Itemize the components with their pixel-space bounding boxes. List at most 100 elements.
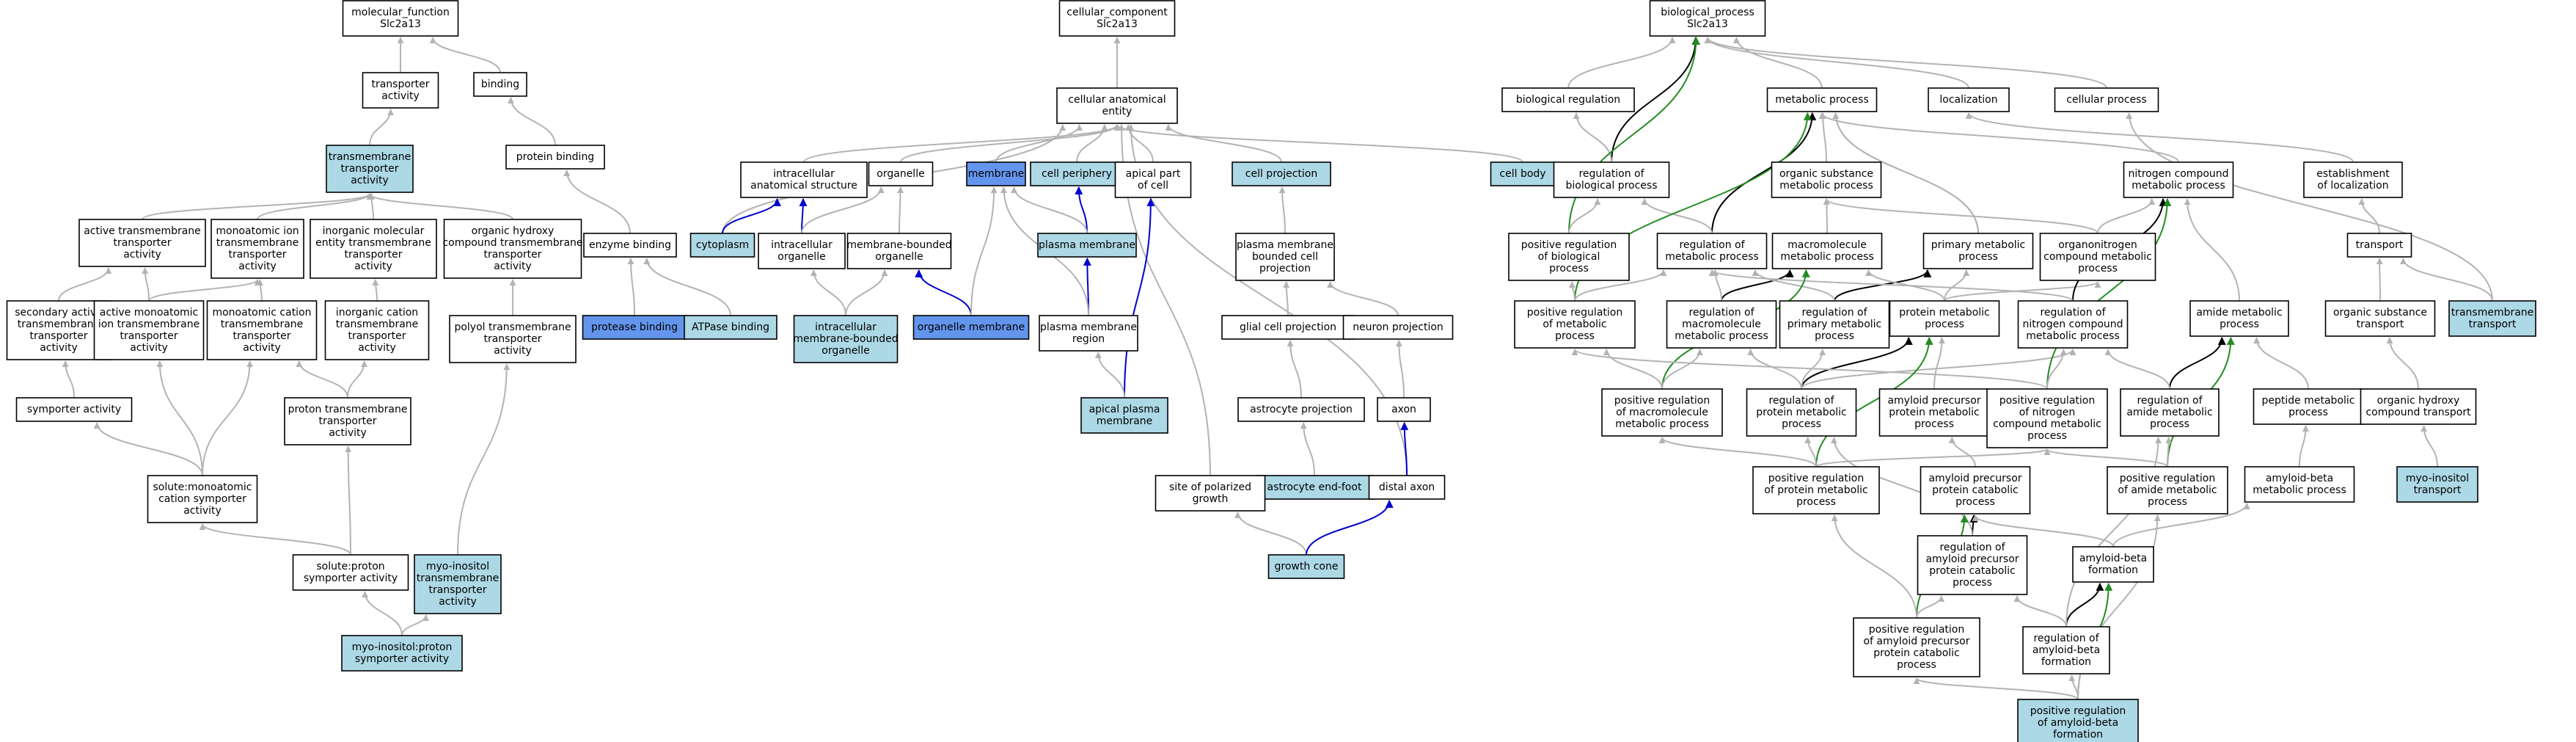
go-term-node[interactable]: cellular process (2054, 87, 2159, 112)
go-term-node[interactable]: enzyme binding (583, 233, 677, 258)
go-term-node[interactable]: transport (2346, 233, 2412, 258)
go-term-label: axon (1391, 404, 1416, 415)
go-term-node[interactable]: cell body (1490, 161, 1556, 186)
go-term-node[interactable]: growth cone (1267, 554, 1345, 579)
go-term-node[interactable]: astrocyte end-foot (1256, 475, 1373, 500)
go-term-node[interactable]: cell projection (1232, 161, 1331, 186)
go-term-node[interactable]: protein binding (505, 145, 605, 170)
go-term-node[interactable]: organelle (868, 161, 934, 186)
go-term-node[interactable]: metabolic process (1766, 87, 1878, 112)
go-term-label: transport (2357, 319, 2404, 330)
go-term-node[interactable]: biological regulation (1501, 87, 1635, 112)
go-term-node[interactable]: astrocyte projection (1237, 397, 1365, 422)
go-term-label: process (2150, 418, 2189, 430)
go-term-node[interactable]: membrane (966, 161, 1026, 186)
go-term-node[interactable]: myo-inositoltransmembranetransporteracti… (414, 554, 502, 614)
go-term-node[interactable]: organelle membrane (912, 315, 1030, 340)
go-term-node[interactable]: secondary activetransmembranetransporter… (6, 300, 111, 360)
relation-edge (1965, 112, 2354, 163)
go-term-node[interactable]: plasma membrane (1037, 233, 1137, 258)
go-term-node[interactable]: binding (473, 72, 527, 97)
relation-edge (2065, 437, 2162, 628)
relation-edge (156, 360, 203, 476)
go-term-label: cell body (1499, 168, 1545, 180)
go-term-node[interactable]: localization (1928, 87, 2010, 112)
go-term-node[interactable]: inorganic cationtransmembranetransporter… (324, 300, 430, 360)
go-term-node[interactable]: monoatomic cationtransmembranetransporte… (206, 300, 318, 360)
go-term-label: transmembrane (336, 319, 419, 330)
go-term-node[interactable]: protease binding (582, 315, 687, 340)
go-term-label: biological regulation (1516, 94, 1620, 106)
go-term-node[interactable]: cytoplasm (689, 233, 755, 258)
go-term-node[interactable]: ATPase binding (684, 315, 777, 340)
go-term-node[interactable]: axon (1377, 397, 1431, 422)
go-term-node[interactable]: cell periphery (1030, 161, 1124, 186)
go-term-node[interactable]: glial cell projection (1221, 315, 1355, 340)
go-term-label: activity (238, 261, 277, 272)
go-term-node[interactable]: neuron projection (1342, 315, 1454, 340)
go-term-box (689, 233, 755, 258)
go-term-node[interactable]: symporter activity (15, 397, 133, 422)
go-term-node[interactable]: distal axon (1368, 475, 1446, 500)
go-term-node[interactable]: monoatomic iontransmembranetransporterac… (211, 219, 304, 279)
